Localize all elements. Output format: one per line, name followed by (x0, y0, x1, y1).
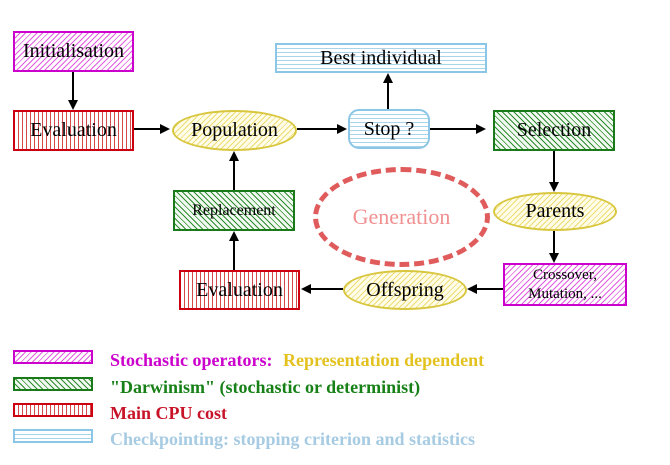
node-evaluation-bottom: Evaluation (179, 270, 300, 310)
node-evaluation-top-label: Evaluation (30, 119, 117, 141)
node-crossover-line2: Mutation, ... (528, 285, 602, 302)
node-best-individual-label: Best individual (320, 46, 442, 69)
node-initialisation-label: Initialisation (22, 40, 125, 62)
arrow-selection-parents-head (549, 182, 559, 192)
node-stop-label: Stop ? (363, 117, 415, 140)
arrow-parents-crossover-head (549, 253, 559, 263)
arrow-stop-selection-line (430, 128, 477, 130)
legend-label-representation-dependent: Representation dependent (282, 350, 485, 370)
arrow-replacement-population-line (233, 161, 235, 190)
node-population-label: Population (191, 119, 278, 141)
node-replacement-label: Replacement (192, 201, 276, 219)
node-parents-label: Parents (525, 200, 585, 222)
arrow-stop-best-head (383, 73, 393, 83)
node-selection-label: Selection (516, 119, 592, 141)
legend-item-main-cpu-cost: Main CPU cost (110, 403, 227, 423)
node-initialisation: Initialisation (13, 31, 134, 72)
legend-item-stochastic-operators: Stochastic operators: Representation dep… (110, 350, 484, 371)
arrow-crossover-offspring-head (467, 284, 477, 294)
node-selection: Selection (493, 110, 615, 151)
arrow-init-eval-line (72, 72, 74, 101)
legend-item-checkpointing: Checkpointing: stopping criterion and st… (110, 429, 476, 449)
node-generation-label: Generation (352, 204, 451, 229)
arrow-crossover-offspring-line (477, 288, 503, 290)
node-best-individual: Best individual (275, 43, 487, 73)
arrow-eval-population-line (134, 128, 161, 130)
node-offspring: Offspring (343, 270, 467, 310)
legend-swatch-main-cpu-cost (13, 403, 93, 417)
arrow-parents-crossover-line (553, 231, 555, 253)
node-population: Population (172, 110, 297, 151)
node-crossover-line1: Crossover, (533, 266, 597, 283)
legend-swatch-darwinism (13, 377, 93, 391)
node-evaluation-bottom-label: Evaluation (196, 278, 283, 301)
legend-label-stochastic-operators: Stochastic operators: (110, 350, 273, 370)
arrow-population-stop-head (337, 124, 347, 134)
legend-swatch-checkpointing (13, 429, 93, 443)
legend-swatch-stochastic-operators (13, 350, 93, 364)
arrow-stop-best-line (387, 83, 389, 109)
legend-item-darwinism: "Darwinism" (stochastic or determinist) (110, 377, 421, 397)
arrow-eval-replacement-line (233, 241, 235, 270)
node-stop: Stop ? (348, 109, 430, 149)
node-generation: Generation (313, 167, 490, 267)
arrow-init-eval-head (68, 100, 78, 110)
arrow-stop-selection-head (476, 124, 486, 134)
node-crossover-mutation: Crossover, Mutation, ... (503, 263, 627, 306)
node-replacement: Replacement (173, 190, 295, 231)
node-offspring-label: Offspring (366, 278, 444, 301)
arrow-offspring-eval-line (311, 288, 343, 290)
arrow-population-stop-line (297, 128, 338, 130)
arrow-eval-replacement-head (229, 231, 239, 241)
arrow-replacement-population-head (229, 151, 239, 161)
node-evaluation-top: Evaluation (13, 110, 134, 151)
arrow-eval-population-head (160, 124, 170, 134)
arrow-selection-parents-line (553, 151, 555, 182)
node-parents: Parents (493, 192, 617, 231)
arrow-offspring-eval-head (301, 284, 311, 294)
